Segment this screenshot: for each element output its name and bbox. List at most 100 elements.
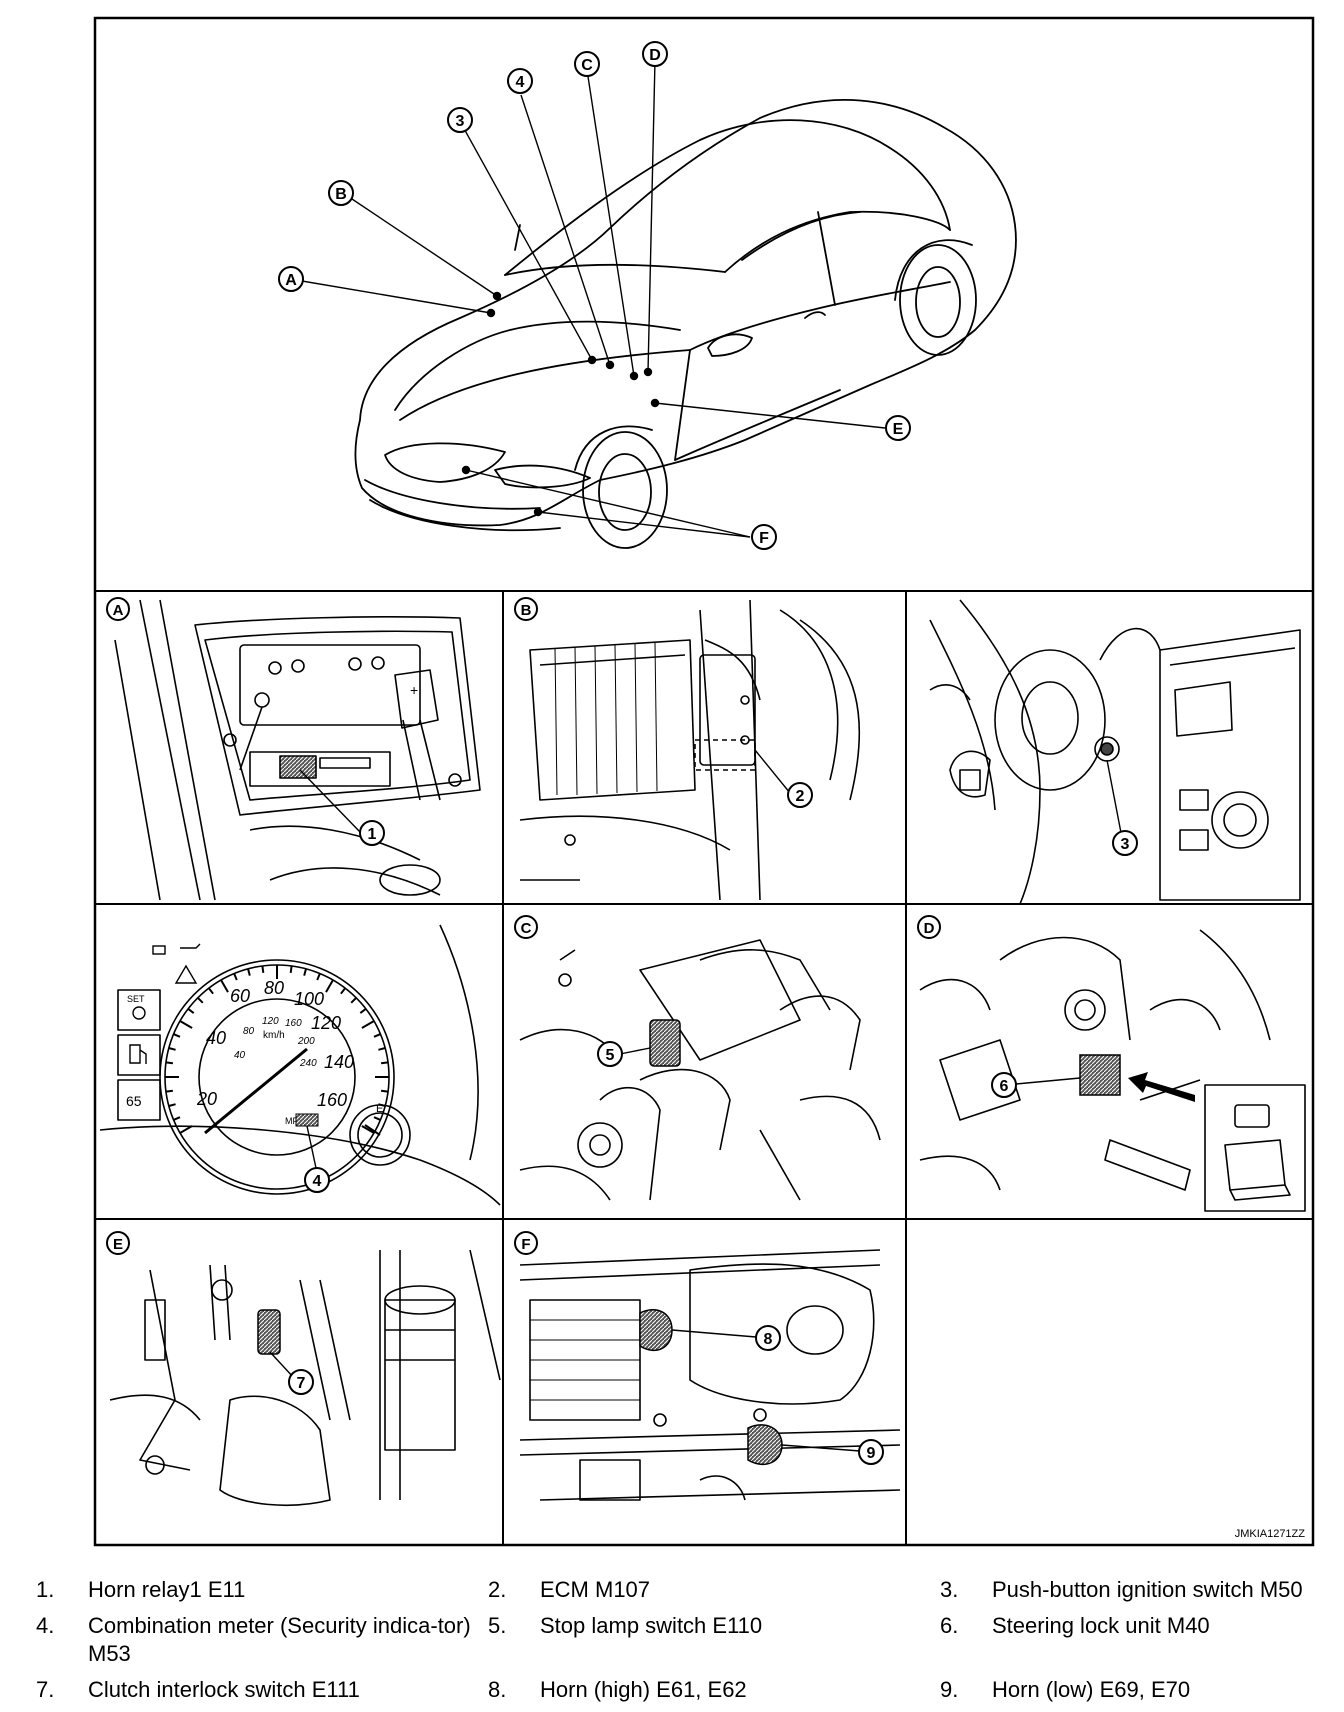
panel-ignition-illustration <box>929 599 1301 905</box>
kmh-unit: km/h <box>263 1030 285 1041</box>
legend-item: 9.Horn (low) E69, E70 <box>940 1676 1336 1704</box>
callout-A: A <box>278 266 304 292</box>
svg-text:B: B <box>335 186 347 203</box>
mph-tick-80: 80 <box>264 978 284 998</box>
callout-6: 6 <box>991 1072 1017 1098</box>
fuel-pump-icon <box>129 1044 147 1064</box>
legend-item: 2.ECM M107 <box>488 1576 940 1604</box>
svg-text:F: F <box>521 1236 530 1253</box>
gauge-tick <box>179 1020 193 1029</box>
security-indicator-lamp <box>295 1113 319 1127</box>
panel-d-leader <box>1015 1077 1081 1085</box>
svg-text:A: A <box>285 272 297 289</box>
warning-icons <box>129 943 201 1064</box>
car-illustration <box>354 99 1017 549</box>
panel-ignition-leader <box>1106 759 1123 839</box>
figure-frame <box>93 16 1315 1547</box>
gauge-tick <box>168 1103 176 1107</box>
callout-E: E <box>885 415 911 441</box>
svg-text:8: 8 <box>764 1331 773 1348</box>
horn-low <box>747 1424 783 1466</box>
kmh-tick-40: 40 <box>234 1050 246 1061</box>
gauge-tick <box>168 1047 176 1051</box>
svg-text:3: 3 <box>1121 836 1130 853</box>
svg-text:4: 4 <box>516 74 525 91</box>
gauge-tick <box>220 979 229 993</box>
callout-1: 1 <box>359 820 385 846</box>
legend-item: 8.Horn (high) E61, E62 <box>488 1676 940 1704</box>
legend-number: 6. <box>940 1613 959 1638</box>
oil-can-icon <box>180 943 201 949</box>
gauge-tick <box>350 997 357 1004</box>
panel-b-leader <box>754 749 791 794</box>
legend-text: Combination meter (Security indica-tor) … <box>88 1613 471 1666</box>
callout-5: 5 <box>597 1041 623 1067</box>
figure-code: JMKIA1271ZZ <box>1235 1528 1306 1540</box>
gauge-tick <box>359 1008 367 1014</box>
horn-high <box>639 1309 673 1351</box>
fuel-label: E <box>376 1103 383 1115</box>
legend-row: 4. Combination meter (Security indica-tor… <box>36 1612 1336 1668</box>
svg-text:1: 1 <box>368 826 377 843</box>
mph-tick-100: 100 <box>294 989 324 1009</box>
gauge-tick <box>173 1033 181 1038</box>
odometer-value: 65 <box>126 1093 142 1109</box>
mph-tick-120: 120 <box>311 1013 341 1033</box>
legend-row: 7.Clutch interlock switch E111 8.Horn (h… <box>36 1676 1336 1704</box>
gauge-tick <box>378 1103 386 1107</box>
callout-4: 4 <box>507 68 533 94</box>
panel-f-illustration <box>519 1249 901 1501</box>
gauge-tick <box>373 1116 381 1121</box>
panel-label-E: E <box>106 1231 130 1255</box>
gauge-tick <box>289 965 293 974</box>
panel-d-illustration <box>919 929 1306 1212</box>
legend-number: 9. <box>940 1677 959 1702</box>
legend-number: 3. <box>940 1577 959 1602</box>
callout-C: C <box>574 51 600 77</box>
legend-number: 1. <box>36 1577 55 1602</box>
panel-grid <box>95 590 1313 1545</box>
svg-text:E: E <box>113 1236 123 1253</box>
gauge-tick <box>179 1125 193 1134</box>
panel-b-illustration <box>519 599 861 901</box>
svg-text:B: B <box>521 602 532 619</box>
panel-label-D: D <box>917 915 941 939</box>
gauge-tick <box>208 987 214 995</box>
panel-f-leader-8 <box>671 1329 757 1338</box>
legend-text: Stop lamp switch E110 <box>540 1613 763 1638</box>
gauge-tick <box>187 1008 195 1014</box>
locator-arrow <box>1128 1072 1195 1102</box>
legend-number: 8. <box>488 1677 507 1702</box>
gauge-tick <box>340 987 346 995</box>
gauge-tick <box>316 973 321 981</box>
legend-item: 1.Horn relay1 E11 <box>36 1576 488 1604</box>
gauge-labels: 20 40 60 80 100 120 140 160 40 80 120 16… <box>126 978 383 1126</box>
mph-tick-40: 40 <box>206 1028 226 1048</box>
gauge-tick <box>247 968 251 976</box>
svg-text:4: 4 <box>313 1173 322 1190</box>
warning-triangle-icon <box>174 964 198 984</box>
gauge-tick <box>173 1116 181 1121</box>
svg-text:C: C <box>521 920 532 937</box>
callout-4b: 4 <box>304 1167 330 1193</box>
callout-3: 3 <box>447 107 473 133</box>
legend-text: ECM M107 <box>540 1577 651 1602</box>
legend-number: 4. <box>36 1613 55 1638</box>
panel-c-leader <box>619 1047 651 1055</box>
gauge-tick <box>165 1089 174 1093</box>
svg-text:A: A <box>113 602 124 619</box>
legend-item: 7.Clutch interlock switch E111 <box>36 1676 488 1704</box>
mph-tick-140: 140 <box>324 1052 354 1072</box>
gauge-tick <box>378 1047 386 1051</box>
callout-3b: 3 <box>1112 830 1138 856</box>
svg-text:3: 3 <box>456 113 465 130</box>
gauge-tick <box>361 1125 375 1134</box>
gauge-tick <box>380 1089 389 1093</box>
panel-label-C: C <box>514 915 538 939</box>
panel-a-leader <box>299 769 361 833</box>
set-label: SET <box>127 994 145 1004</box>
legend-text: Push-button ignition switch M50 <box>992 1577 1303 1602</box>
callout-2: 2 <box>787 782 813 808</box>
security-indicator-icon <box>132 1006 146 1020</box>
